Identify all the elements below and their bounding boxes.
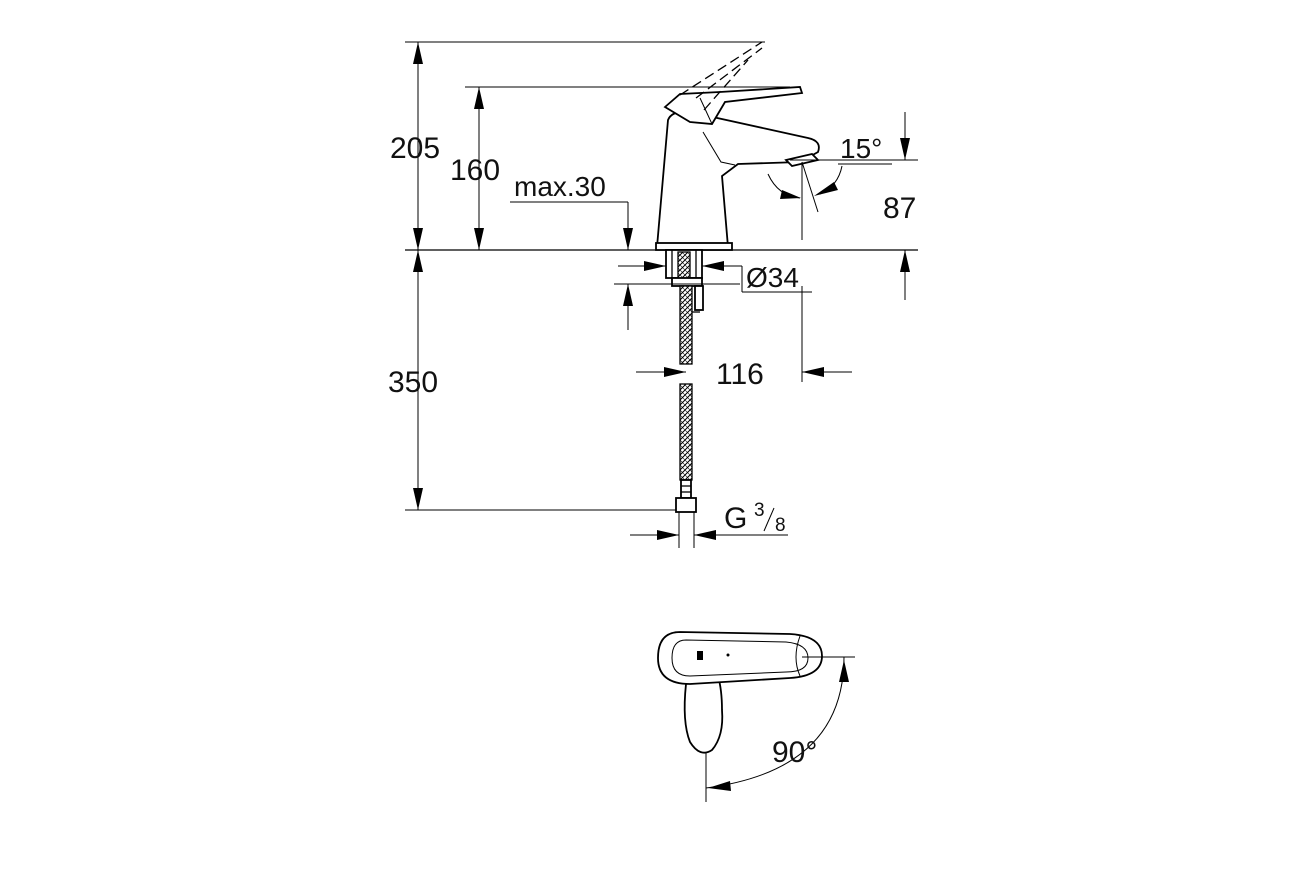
dim-label-87: 87 — [883, 192, 916, 225]
lever-raised-dashed-2 — [695, 47, 763, 99]
arrow-87-top — [900, 138, 910, 160]
fixing-plate — [671, 277, 703, 287]
lever-tip-curve — [795, 635, 801, 677]
dimension-15-degree: 15° — [767, 133, 892, 240]
dimension-87: 87 — [790, 112, 918, 300]
arrow-max30-top — [623, 228, 633, 250]
hose-nut — [675, 497, 697, 513]
arrow-160-bottom — [474, 228, 484, 250]
arrow-d34-right — [702, 261, 724, 271]
spout-aerator-icon — [697, 651, 703, 660]
faucet-body — [656, 110, 820, 248]
arrow-15-left — [780, 190, 801, 199]
center-dot — [726, 653, 730, 657]
dim-label-max30: max.30 — [514, 171, 606, 202]
arrow-350-top — [413, 250, 423, 272]
dim-label-90deg: 90° — [772, 736, 817, 769]
arrow-205-bottom — [413, 228, 423, 250]
thread-denominator: 8 — [775, 515, 786, 536]
arrow-90-bottom — [708, 781, 731, 791]
hose-upper — [679, 285, 693, 365]
arrow-thread-left — [657, 530, 679, 540]
arrow-thread-right — [694, 530, 716, 540]
dim-label-205: 205 — [390, 132, 440, 165]
mounting-hardware — [665, 249, 704, 313]
faucet-top-inner — [671, 639, 809, 677]
lever-handle — [663, 86, 804, 125]
dim-label-15deg: 15° — [840, 133, 882, 164]
thread-fraction-slash — [763, 507, 775, 532]
arrow-max30-bottom — [623, 284, 633, 306]
dim-label-350: 350 — [388, 366, 438, 399]
spout-axis-angled — [801, 161, 819, 213]
lever-joint — [699, 97, 713, 125]
thread-numerator: 3 — [754, 500, 765, 521]
arrow-116-left — [664, 367, 686, 377]
arrow-15-right — [814, 182, 838, 196]
dim-label-160: 160 — [450, 154, 500, 187]
dimension-116: 116 — [636, 286, 852, 391]
supply-hose — [675, 285, 697, 548]
arrow-116-right — [802, 367, 824, 377]
lever-raised-dashed-3 — [703, 59, 749, 111]
arrow-350-bottom — [413, 488, 423, 510]
dimension-160: 160 — [450, 86, 790, 250]
dim-label-d34: Ø34 — [746, 262, 799, 293]
angle-arc-90 — [705, 656, 845, 789]
faucet-body-contour — [702, 131, 736, 166]
threaded-rod — [677, 251, 691, 279]
thread-prefix: G — [724, 502, 747, 535]
lever-rotated-outline — [683, 674, 724, 754]
arrow-90-top — [839, 660, 849, 682]
hose-lower — [679, 383, 693, 481]
faucet-base — [655, 242, 733, 251]
arrow-87-bottom — [900, 250, 910, 272]
dimension-thread: G 3 8 — [630, 500, 788, 540]
faucet-side-view — [405, 41, 918, 251]
dimension-max30: max.30 — [510, 171, 740, 330]
arrow-d34-left — [644, 261, 666, 271]
faucet-top-body — [657, 631, 823, 685]
dimension-diameter-34: Ø34 — [618, 261, 812, 293]
hose-connector — [680, 479, 692, 499]
arrow-205-top — [413, 42, 423, 64]
faucet-top-view: 90° — [657, 631, 855, 802]
lever-raised-dashed-1 — [679, 41, 763, 96]
dimension-205: 205 — [390, 41, 765, 250]
fixing-stud — [694, 285, 704, 311]
arrow-160-top — [474, 87, 484, 109]
dim-label-116: 116 — [716, 358, 764, 391]
dimension-350: 350 — [388, 250, 676, 511]
